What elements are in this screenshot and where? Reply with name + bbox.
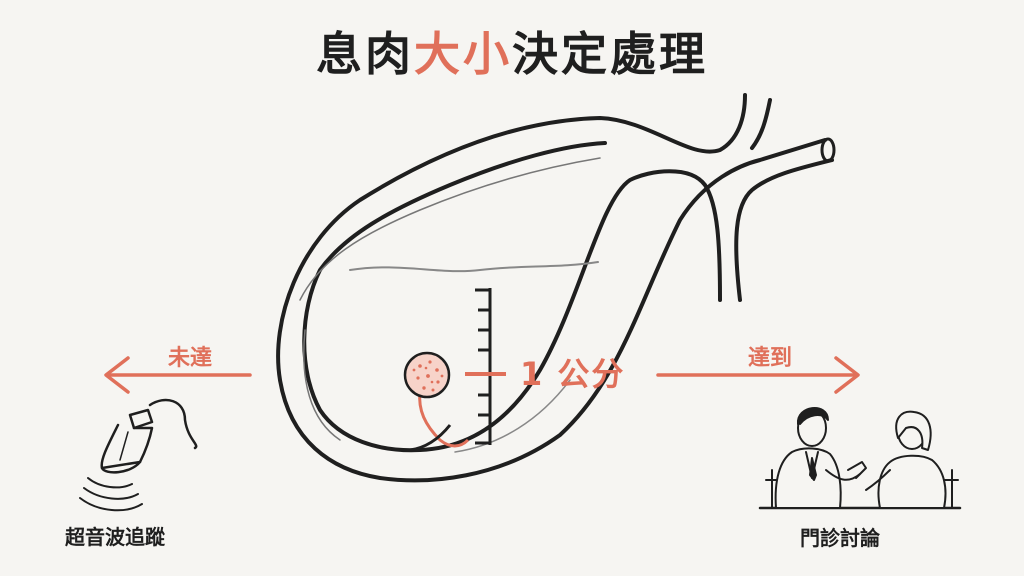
- threshold-label: 1 公分: [520, 355, 626, 393]
- right-arrow: [656, 356, 860, 394]
- not-reached-label: 未達: [167, 346, 212, 371]
- doctor-consultation-icon: [758, 407, 962, 510]
- title-part-2: 決定處理: [512, 27, 708, 81]
- ruler-icon: [465, 288, 506, 445]
- diagram-title: 息肉大小決定處理: [0, 18, 1024, 84]
- polyp-icon: [403, 351, 470, 452]
- left-arrow: [104, 356, 252, 394]
- title-accent: 大小: [414, 27, 512, 81]
- ultrasound-followup-label: 超音波追蹤: [65, 525, 165, 549]
- clinic-discussion-label: 門診討論: [800, 526, 880, 550]
- gallbladder-icon: [276, 93, 836, 483]
- ultrasound-probe-icon: [79, 398, 198, 512]
- title-part-1: 息肉: [316, 27, 414, 81]
- reached-label: 達到: [747, 346, 792, 371]
